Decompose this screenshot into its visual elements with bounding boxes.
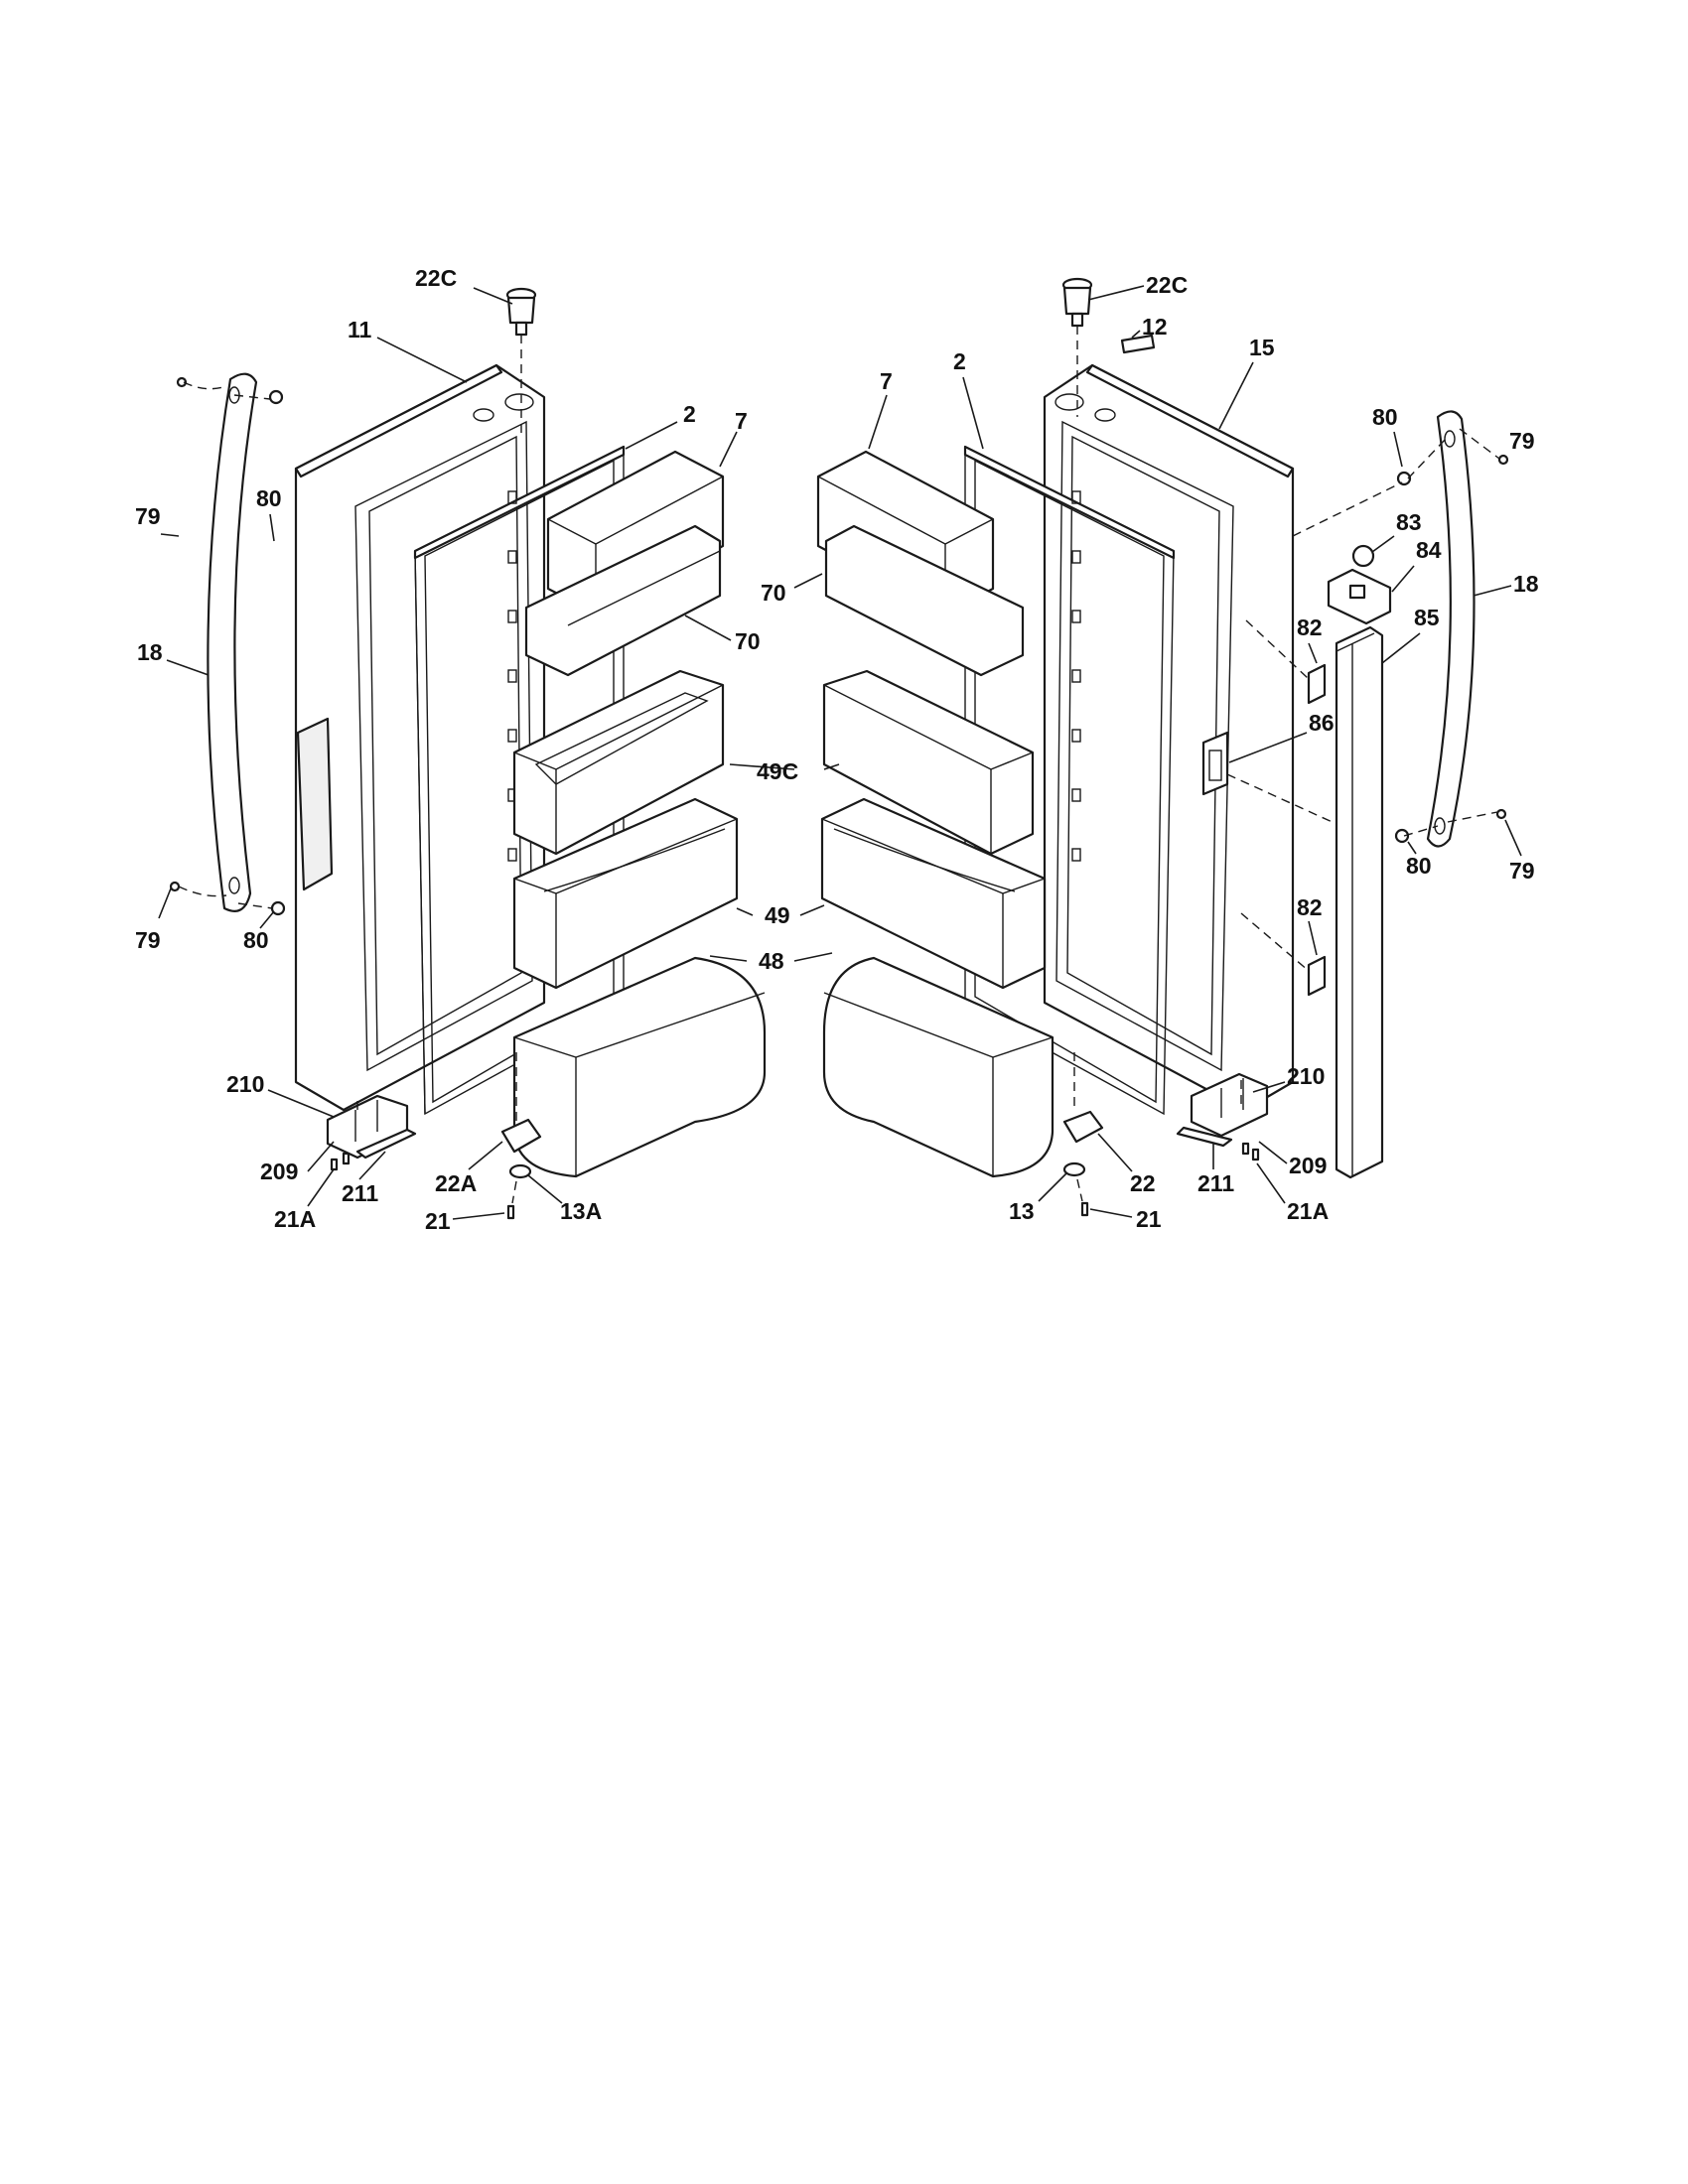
left-shelf-holes [507, 490, 517, 862]
callout-83: 83 [1396, 509, 1422, 535]
right-dairy-compartment [816, 450, 1025, 677]
callout-7-left: 7 [735, 408, 748, 434]
callout-82-bottom: 82 [1297, 894, 1323, 920]
right-bin-49 [820, 797, 1047, 990]
callout-13a: 13A [560, 1198, 602, 1224]
callout-12: 12 [1142, 314, 1168, 340]
callout-22c-left: 22C [415, 265, 457, 291]
left-bin-49c [512, 669, 725, 856]
left-bin-48 [512, 956, 767, 1178]
callout-80-right-top: 80 [1372, 404, 1398, 430]
callout-49: 49 [765, 902, 790, 928]
callout-48: 48 [759, 948, 784, 974]
left-bottom-hinge [500, 1118, 542, 1220]
callout-11: 11 [348, 317, 372, 342]
callout-70-right: 70 [761, 580, 786, 606]
mullion-bracket [1327, 544, 1392, 625]
callout-79-right-top: 79 [1509, 428, 1535, 454]
right-assembly-lines [1073, 326, 1500, 1202]
callout-211-left: 211 [342, 1180, 378, 1206]
callout-209-right: 209 [1289, 1153, 1327, 1178]
callout-18-right: 18 [1513, 571, 1539, 597]
callout-22: 22 [1130, 1170, 1156, 1196]
callout-22c-right: 22C [1146, 272, 1188, 298]
callout-2-left: 2 [683, 401, 696, 427]
right-bottom-hinge [1062, 1110, 1104, 1217]
callout-80-left-top: 80 [256, 485, 282, 511]
right-door-panel [1043, 363, 1295, 1112]
callout-18-left: 18 [137, 639, 163, 665]
left-handle-screws [169, 376, 286, 916]
right-bin-48 [822, 956, 1055, 1178]
left-door-assembly [169, 287, 767, 1220]
left-top-hinge-pin [505, 287, 537, 337]
callout-211-right: 211 [1197, 1170, 1234, 1196]
callout-79-right-bottom: 79 [1509, 858, 1535, 884]
callout-15: 15 [1249, 335, 1275, 360]
callout-21-right: 21 [1136, 1206, 1162, 1232]
callout-21a-left: 21A [274, 1206, 316, 1232]
left-assembly-lines [178, 335, 522, 1204]
callout-7-right: 7 [880, 368, 893, 394]
right-door-assembly [816, 277, 1509, 1217]
callout-79-left-top: 79 [135, 503, 161, 529]
right-mullion [1335, 625, 1384, 1179]
callout-210-right: 210 [1287, 1063, 1325, 1089]
callout-79-left-bottom: 79 [135, 927, 161, 953]
callout-2-right: 2 [953, 348, 966, 374]
right-bin-49c [822, 669, 1035, 856]
label-12 [1120, 334, 1156, 354]
door-switch [1201, 731, 1229, 796]
callout-21-left: 21 [425, 1208, 451, 1234]
left-door-panel [294, 363, 546, 1112]
callout-22a: 22A [435, 1170, 477, 1196]
callout-80-right-bottom: 80 [1406, 853, 1432, 879]
callout-210-left: 210 [226, 1071, 264, 1097]
right-door-handle [1426, 410, 1476, 848]
left-bin-49 [512, 797, 739, 990]
callout-13: 13 [1009, 1198, 1035, 1224]
callout-21a-right: 21A [1287, 1198, 1329, 1224]
right-handle-screws [1394, 454, 1509, 844]
mullion-guides [1307, 663, 1327, 997]
callout-86: 86 [1309, 710, 1335, 736]
left-door-handle [207, 372, 258, 912]
callout-85: 85 [1414, 605, 1440, 630]
callout-70-left: 70 [735, 628, 761, 654]
callouts: 22C 11 2 7 70 79 80 18 49C 49 48 79 80 2… [135, 265, 1539, 1234]
callout-80-left-bottom: 80 [243, 927, 269, 953]
callout-209-left: 209 [260, 1159, 298, 1184]
right-top-hinge-pin [1061, 277, 1093, 328]
callout-84: 84 [1416, 537, 1442, 563]
right-shelf-holes [1071, 490, 1081, 862]
callout-82-top: 82 [1297, 614, 1323, 640]
left-hinge-bracket [326, 1094, 417, 1171]
callout-49c: 49C [757, 758, 798, 784]
right-hinge-bracket [1176, 1072, 1269, 1161]
left-dairy-compartment [524, 450, 725, 677]
